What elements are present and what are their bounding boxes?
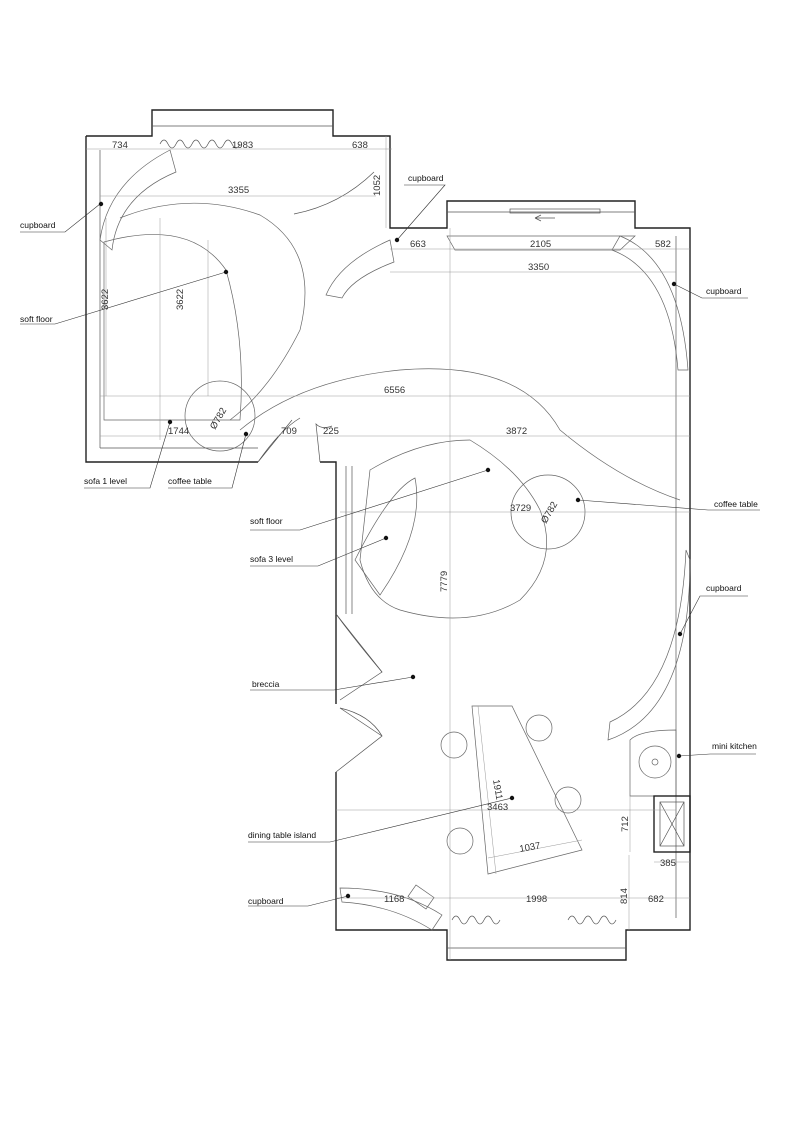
dimension-lines [86, 136, 690, 960]
dim-3350: 3350 [528, 262, 549, 273]
dim-3622-b: 3622 [175, 289, 186, 310]
label-cupboard-top-center: cupboard [408, 173, 444, 183]
leader-lines [20, 184, 760, 907]
mini-kitchen [629, 729, 691, 853]
label-soft-floor-center: soft floor [250, 516, 283, 526]
dim-3463: 3463 [487, 802, 508, 813]
coffee-tables [184, 380, 586, 550]
label-cupboard-top-left: cupboard [20, 220, 56, 230]
dim-1911: 1911 [490, 779, 504, 801]
dining-island [440, 705, 583, 875]
dim-1168: 1168 [384, 894, 404, 905]
dim-582: 582 [655, 239, 671, 250]
label-cupboard-top-right: cupboard [706, 286, 742, 296]
dim-385: 385 [660, 858, 676, 869]
radiators [159, 139, 617, 925]
dim-712: 712 [620, 816, 631, 832]
doors [257, 171, 383, 773]
dim-3622-a: 3622 [100, 289, 111, 310]
label-coffee-table-left: coffee table [168, 476, 212, 486]
label-coffee-table-right: coffee table [714, 499, 758, 509]
label-dining-table-island: dining table island [248, 830, 316, 840]
dim-1052: 1052 [372, 175, 383, 196]
dim-7779: 7779 [439, 571, 450, 592]
dim-709: 709 [281, 426, 297, 437]
dim-3355: 3355 [228, 185, 249, 196]
dim-734: 734 [112, 140, 128, 151]
dim-225: 225 [323, 426, 339, 437]
dim-1983: 1983 [232, 140, 253, 151]
label-sofa-3-level: sofa 3 level [250, 554, 293, 564]
dim-3872: 3872 [506, 426, 527, 437]
dim-782-a: Ø782 [208, 406, 229, 432]
dim-663: 663 [410, 239, 426, 250]
dim-1998: 1998 [526, 894, 547, 905]
dim-782-b: Ø782 [539, 500, 560, 526]
label-cupboard-right: cupboard [706, 583, 742, 593]
dim-814: 814 [619, 888, 630, 904]
windows [152, 125, 635, 949]
cupboards [99, 149, 691, 931]
label-sofa-1-level: sofa 1 level [84, 476, 127, 486]
dim-1037: 1037 [519, 840, 542, 855]
label-cupboard-bottom: cupboard [248, 896, 284, 906]
label-soft-floor-left: soft floor [20, 314, 53, 324]
dim-1744: 1744 [168, 426, 189, 437]
dimension-texts: 734 1983 638 3355 1052 663 2105 582 3350… [100, 140, 676, 905]
dim-6556: 6556 [384, 385, 405, 396]
dim-638: 638 [352, 140, 368, 151]
dim-682: 682 [648, 894, 664, 905]
dim-3729: 3729 [510, 503, 531, 514]
label-breccia: breccia [252, 679, 280, 689]
label-mini-kitchen: mini kitchen [712, 741, 757, 751]
callout-labels: cupboard soft floor sofa 1 level coffee … [20, 173, 758, 906]
outer-walls [85, 109, 691, 961]
dim-2105: 2105 [530, 239, 551, 250]
soft-floors [103, 202, 681, 619]
